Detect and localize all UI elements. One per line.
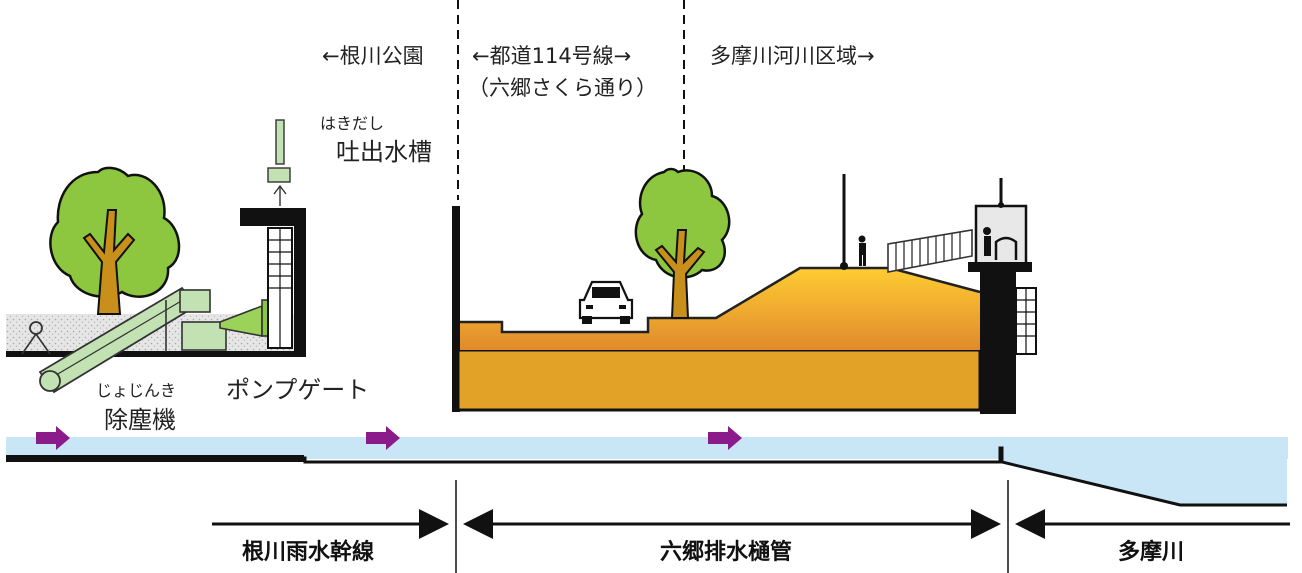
- channel-bed-line: [6, 446, 1287, 507]
- culvert-base: [456, 348, 982, 412]
- pump-gate-label: ポンプゲート: [226, 376, 370, 404]
- water-channel: [6, 437, 1288, 459]
- discharge-tank-label: 吐出水槽: [336, 138, 432, 166]
- section-trunk-line: 根川雨水幹線: [242, 540, 375, 565]
- discharge-tank-reading: はきだし: [320, 114, 385, 133]
- road-surface-line: [460, 266, 981, 334]
- flow-arrow-2: [366, 426, 400, 450]
- park-tree-icon: [49, 166, 181, 315]
- park-ground-base: [6, 351, 306, 357]
- road-tree-icon: [634, 167, 731, 319]
- zone-label-river-area: 多摩川河川区域→: [710, 44, 875, 68]
- channel-bed-thick: [6, 455, 304, 462]
- flow-arrow-3: [708, 426, 742, 450]
- zone-label-park: ←根川公園: [322, 44, 424, 68]
- section-drain-pipe: 六郷排水樋管: [660, 540, 793, 565]
- road-fill: [460, 268, 980, 350]
- zone-label-road-sub: （六郷さくら通り）: [468, 76, 657, 100]
- car-icon: [578, 280, 634, 324]
- screen-reading: じょじんき: [96, 381, 177, 400]
- screen-label: 除塵機: [104, 406, 176, 434]
- sluice-gate-tower: [968, 178, 1037, 414]
- person-icon: [858, 235, 866, 266]
- zone-label-road: ←都道114号線→: [472, 44, 632, 68]
- access-bridge-icon: [887, 229, 973, 273]
- flow-arrow-1: [36, 426, 70, 450]
- screen-machine-icon: [21, 286, 227, 394]
- tama-river-water: [1000, 437, 1287, 506]
- vent-pipe-icon: [267, 119, 291, 206]
- culvert-wall-left: [452, 206, 460, 412]
- section-tama-river: 多摩川: [1118, 540, 1185, 565]
- discharge-tank-structure: [240, 208, 306, 356]
